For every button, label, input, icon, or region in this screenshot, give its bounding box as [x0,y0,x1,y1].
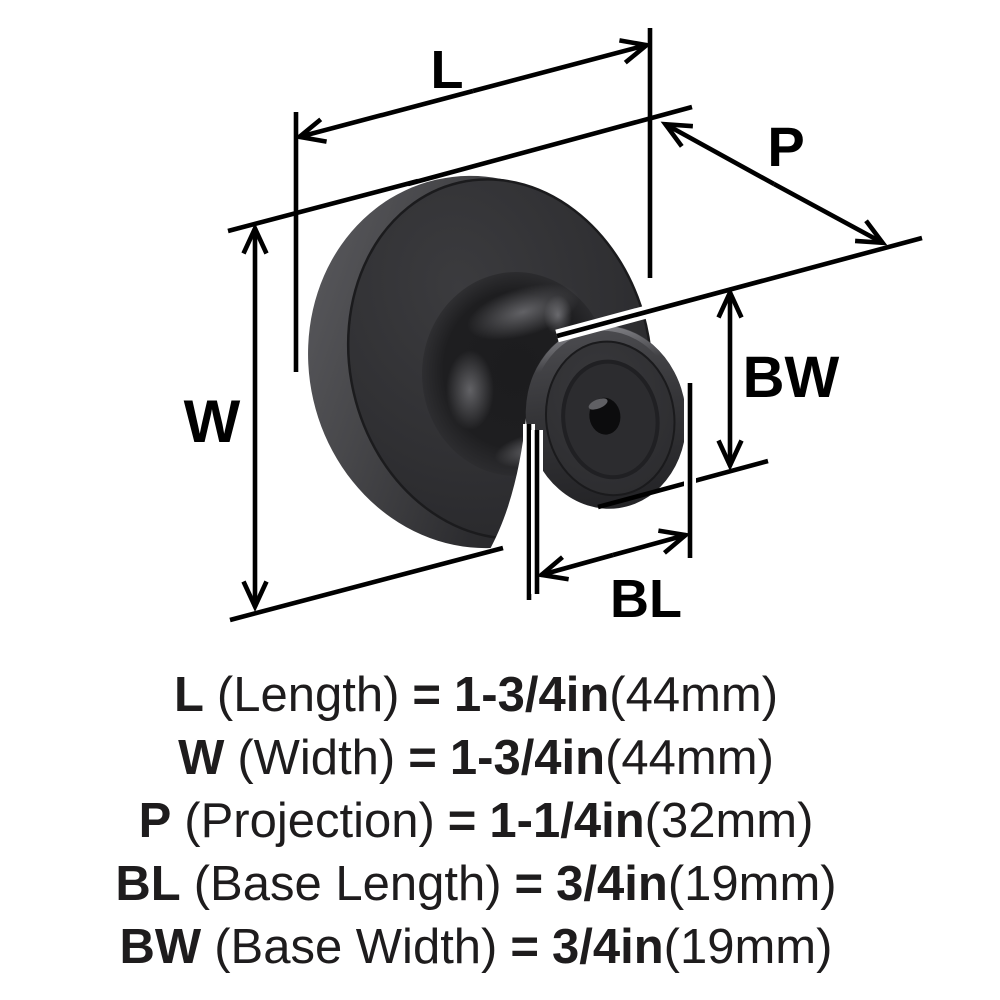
spec-abbr: L [173,668,204,722]
spec-row-base-length: BL(Base Length)=3/4in(19mm) [0,853,976,916]
dim-base-length-arrow-right [612,528,691,558]
label-width: W [184,388,241,455]
label-base-length: BL [610,569,682,629]
spec-abbr: P [138,794,172,848]
spec-abbr: BL [115,857,181,911]
label-projection: P [767,115,804,178]
equals-sign: = [510,920,539,974]
dimension-lines [227,28,924,623]
dim-base-length-arrow-left [536,552,614,582]
spec-value-imperial: 1-3/4in [454,668,610,722]
spec-row-base-width: BW(Base Width)=3/4in(19mm) [0,916,976,979]
spec-abbr: BW [119,920,202,974]
spec-value-imperial: 1-3/4in [449,731,606,785]
screw-hole-highlight [588,398,608,410]
knob-dimension-diagram: L W P BW BL [184,28,924,629]
dim-width-ext-bottom [229,545,504,623]
dim-length-arrow-left [294,88,474,144]
dim-projection-arrow-lower [772,181,888,246]
spec-name: (Length) [216,668,400,722]
spec-list: L(Length)=1-3/4in(44mm) W(Width)=1-3/4in… [0,664,976,979]
spec-value-metric: (44mm) [609,668,779,722]
dim-width-ext-top [227,178,419,234]
spec-row-length: L(Length)=1-3/4in(44mm) [0,664,976,727]
spec-row-projection: P(Projection)=1-1/4in(32mm) [0,790,976,853]
knob-base [525,325,687,509]
spec-value-metric: (19mm) [667,857,837,911]
spec-value-metric: (44mm) [605,731,774,785]
spec-name: (Base Width) [214,920,498,974]
equals-sign: = [408,731,437,785]
knob-neck-highlight-left [446,350,494,430]
dim-projection-ext-upper [407,104,693,187]
equals-sign: = [447,794,477,848]
knob-illustration [308,175,687,551]
equals-sign: = [412,668,442,722]
spec-abbr: W [178,731,225,785]
spec-row-width: W(Width)=1-3/4in(44mm) [0,727,976,790]
knob-neck-highlight-right [544,295,572,335]
label-base-width: BW [743,345,840,410]
equals-sign: = [514,857,544,911]
diagram-svg: L W P BW BL [184,28,924,629]
spec-value-metric: (32mm) [644,794,814,848]
spec-value-imperial: 3/4in [552,920,664,974]
dim-length-arrow-right [472,38,652,94]
dim-projection-arrow-upper [660,121,776,187]
spec-name: (Base Length) [193,857,502,911]
spec-value-imperial: 1-1/4in [489,794,645,848]
label-length: L [431,40,464,100]
spec-value-imperial: 3/4in [556,857,668,911]
spec-name: (Projection) [184,794,435,848]
spec-value-metric: (19mm) [663,920,833,974]
spec-name: (Width) [237,731,396,785]
